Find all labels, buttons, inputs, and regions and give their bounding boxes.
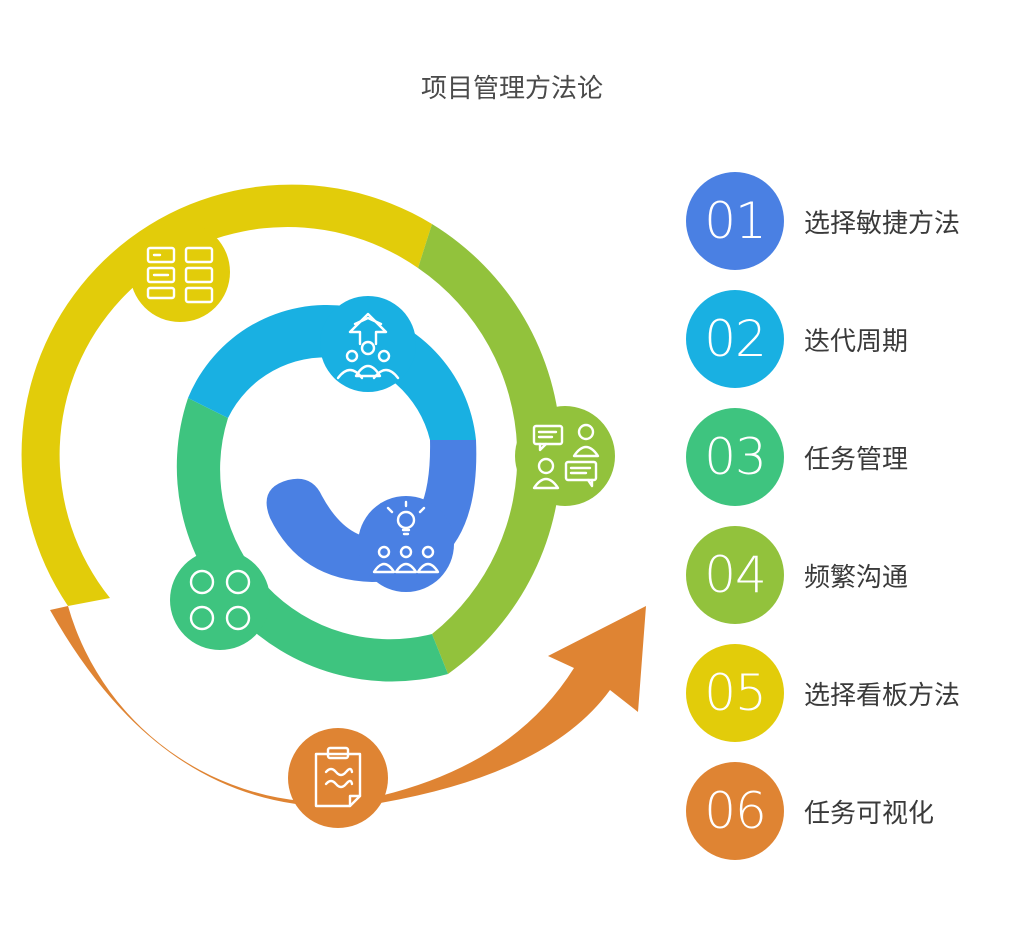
icon-circle-04 <box>515 406 615 506</box>
step-number-05: 05 <box>686 644 784 742</box>
four-circles-icon <box>189 569 251 631</box>
step-label-05: 选择看板方法 <box>804 680 961 711</box>
icon-circle-06 <box>288 728 388 828</box>
spiral-segment-06 <box>50 606 646 807</box>
step-number-06: 06 <box>686 762 784 860</box>
diagram-title: 项目管理方法论 <box>420 74 603 104</box>
spiral-segment-04 <box>418 224 562 674</box>
team-up-arrow-icon <box>336 312 400 380</box>
spiral-segment-05 <box>21 184 433 606</box>
icon-circle-01 <box>358 496 454 592</box>
step-number-02: 02 <box>686 290 784 388</box>
step-label-03: 任务管理 <box>804 444 909 475</box>
legend-item-06: 06 任务可视化 <box>686 761 934 861</box>
kanban-board-icon <box>146 246 214 304</box>
chat-people-icon <box>532 423 600 490</box>
step-number-01: 01 <box>686 172 784 270</box>
step-number-04: 04 <box>686 526 784 624</box>
legend: 01 选择敏捷方法 02 迭代周期 03 任务管理 04 频繁沟通 05 选择看… <box>686 0 1016 930</box>
clipboard-icon <box>314 746 362 808</box>
team-growth-icon <box>372 500 440 574</box>
legend-item-01: 01 选择敏捷方法 <box>686 171 960 271</box>
spiral-diagram <box>21 184 646 828</box>
icon-circle-02 <box>320 296 416 392</box>
step-label-02: 迭代周期 <box>804 326 909 357</box>
step-label-01: 选择敏捷方法 <box>804 208 961 239</box>
step-number-03: 03 <box>686 408 784 506</box>
step-label-04: 频繁沟通 <box>804 562 909 593</box>
legend-item-05: 05 选择看板方法 <box>686 643 960 743</box>
legend-item-03: 03 任务管理 <box>686 407 908 507</box>
icon-circle-05 <box>130 222 230 322</box>
icon-circle-03 <box>170 550 270 650</box>
legend-item-04: 04 频繁沟通 <box>686 525 908 625</box>
step-label-06: 任务可视化 <box>804 798 935 829</box>
legend-item-02: 02 迭代周期 <box>686 289 908 389</box>
